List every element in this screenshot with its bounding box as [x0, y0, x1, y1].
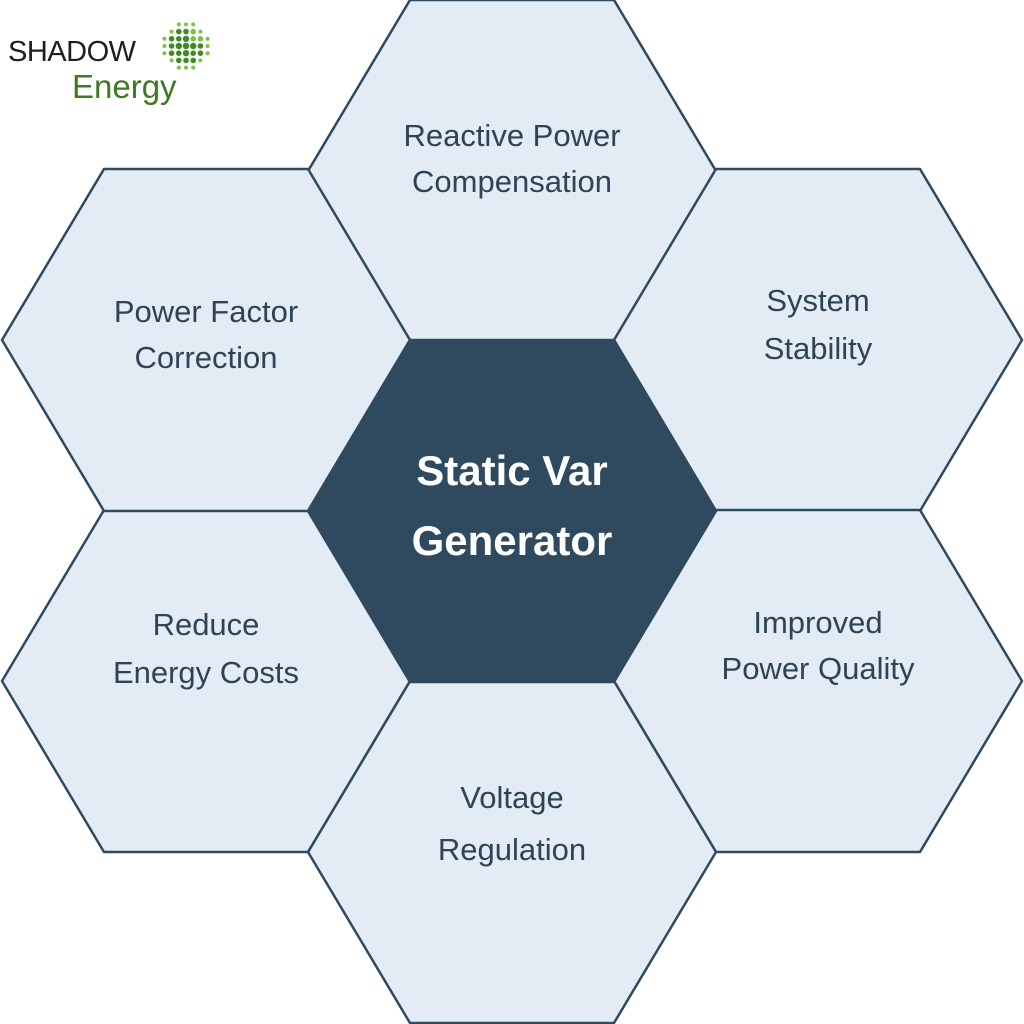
logo-dots-icon	[162, 22, 210, 70]
logo-dot	[190, 28, 196, 35]
logo-dot	[190, 42, 197, 50]
hexagon-upper-right-label-line: Stability	[764, 331, 873, 366]
logo-text-shadow: SHADOW	[8, 36, 136, 68]
logo-dot	[197, 50, 204, 56]
hexagon-center-label-line: Generator	[412, 517, 613, 564]
logo-dot	[205, 36, 210, 41]
hexagon-upper-left-label-line: Power Factor	[114, 294, 298, 329]
hexagon-center-shape	[306, 338, 718, 684]
hexagon-lower-left-label-line: Reduce	[153, 607, 260, 642]
logo-dot	[198, 58, 203, 63]
logo-dot	[168, 36, 175, 42]
logo-dot	[190, 50, 196, 56]
logo-dot	[182, 50, 190, 57]
logo-dot	[182, 35, 190, 42]
hexagon-upper-left-label-line: Correction	[135, 340, 278, 375]
logo-dot	[191, 65, 196, 70]
logo-dot	[168, 50, 175, 56]
logo-dot	[197, 36, 204, 42]
logo-dot	[162, 44, 167, 48]
hexagon-top-label-line: Compensation	[412, 164, 612, 199]
hexagon-lower-right-label-line: Improved	[753, 605, 882, 640]
logo-dot	[162, 51, 167, 56]
logo-dot	[198, 29, 203, 34]
logo-dot	[169, 58, 174, 63]
hexagon-bottom-label-line: Voltage	[460, 780, 563, 815]
hexagon-bottom-label-line: Regulation	[438, 832, 586, 867]
logo-dot	[176, 50, 182, 56]
logo-dot	[168, 43, 175, 49]
logo-dot	[205, 51, 210, 56]
hexagon-upper-right-label-line: System	[766, 283, 869, 318]
logo-dot	[176, 57, 182, 64]
logo-dot	[176, 22, 181, 27]
logo-dot	[183, 28, 189, 35]
logo-dot	[190, 36, 196, 42]
hexagon-center-label-line: Static Var	[416, 447, 607, 494]
logo-dot	[162, 36, 167, 41]
logo-dot	[182, 42, 190, 50]
logo-dot	[205, 44, 210, 48]
logo-dot	[176, 65, 181, 70]
logo-dot	[197, 43, 204, 49]
logo-dot	[184, 65, 188, 70]
logo-dot	[184, 22, 188, 27]
logo-dot	[191, 22, 196, 27]
logo-dot	[176, 28, 182, 35]
logo-dot	[175, 42, 182, 50]
logo-dot	[176, 36, 182, 42]
hexagon-top-label-line: Reactive Power	[403, 118, 620, 153]
logo-dot	[169, 29, 174, 34]
company-logo: SHADOW Energy	[4, 14, 214, 105]
hexagon-lower-right-label-line: Power Quality	[722, 651, 915, 686]
logo-dot	[190, 57, 196, 64]
logo-dot	[183, 57, 189, 64]
hexagon-lower-left-label-line: Energy Costs	[113, 655, 299, 690]
logo-text-energy: Energy	[72, 68, 177, 105]
